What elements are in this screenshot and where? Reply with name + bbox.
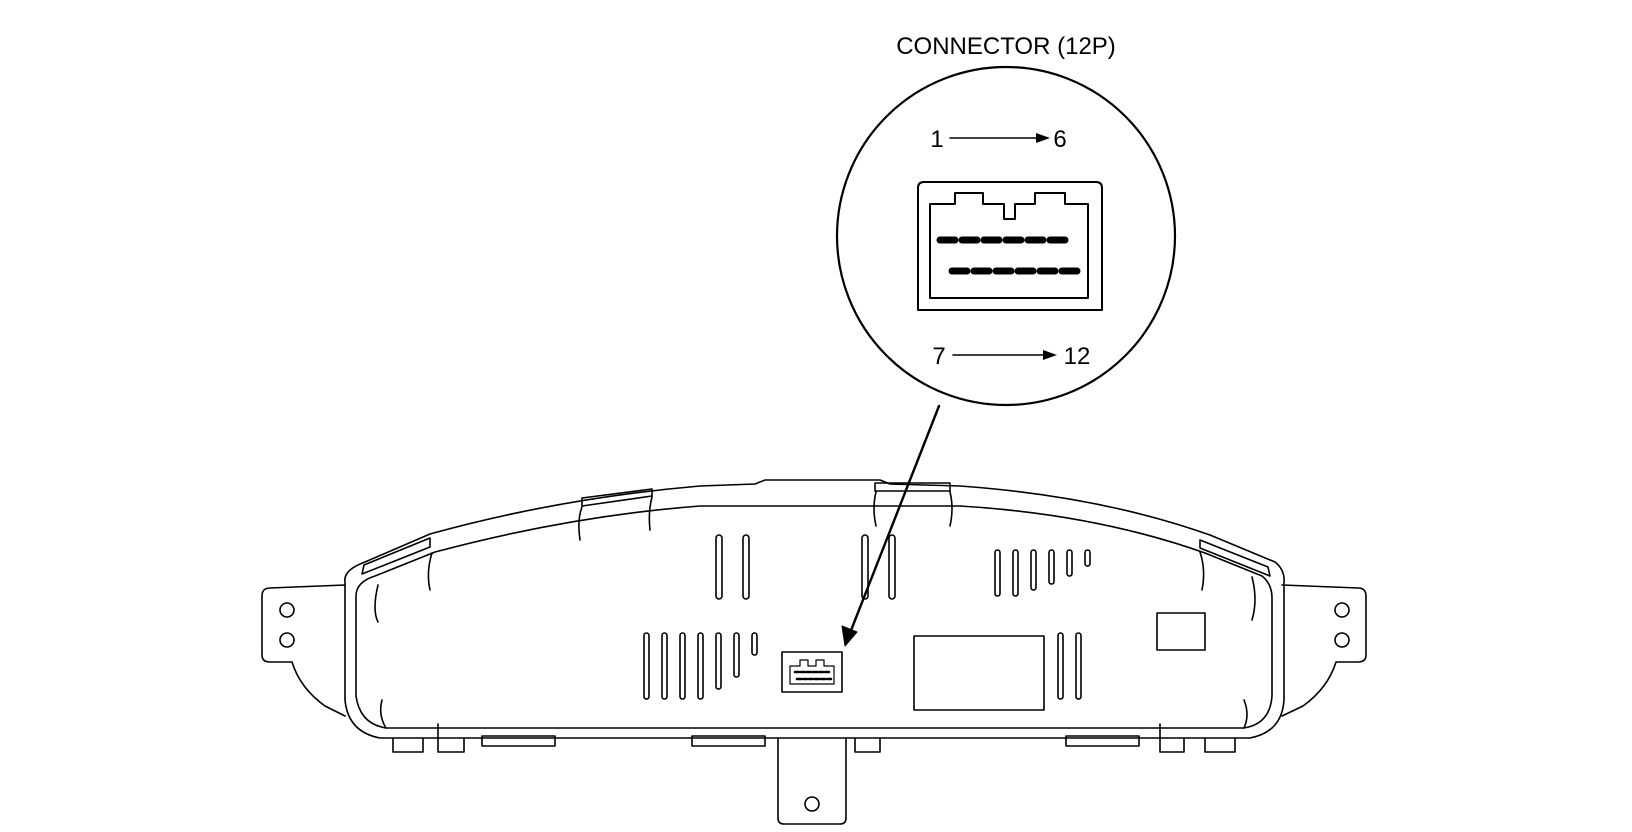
pin-label-6: 6 <box>1053 126 1066 153</box>
right-bracket-hole-lower <box>1334 632 1350 648</box>
bottom-tabs <box>392 723 1236 753</box>
leader-line <box>848 404 941 635</box>
vent-slots-upper-center <box>861 534 896 600</box>
vent-slots-lower-left <box>643 632 758 700</box>
pin-label-1: 1 <box>930 126 943 153</box>
vent-slots-upper-left <box>715 534 750 600</box>
bottom-mounting-tab <box>777 737 847 825</box>
connector-12p-enlarged <box>917 181 1103 311</box>
pin-label-7: 7 <box>932 343 945 370</box>
right-mounting-bracket <box>1281 584 1367 717</box>
inner-rim <box>355 505 1273 729</box>
callout-title: CONNECTOR (12P) <box>896 33 1116 60</box>
connector-callout <box>835 65 1177 647</box>
label-panel-small <box>1156 612 1206 651</box>
outer-housing <box>344 479 1285 739</box>
gauge-assembly <box>261 479 1367 825</box>
leader-arrowhead <box>841 625 858 647</box>
bottom-tab-hole <box>804 796 820 812</box>
callout-circle <box>835 65 1177 407</box>
vent-slots-upper-right <box>994 549 1091 597</box>
right-bracket-hole-upper <box>1334 602 1350 618</box>
pin-label-12: 12 <box>1064 343 1091 370</box>
left-bracket-hole-lower <box>279 632 295 648</box>
connector-on-housing <box>781 651 843 693</box>
label-panel-large <box>913 635 1045 711</box>
left-bracket-hole-upper <box>279 602 295 618</box>
left-mounting-bracket <box>261 584 346 717</box>
vent-slots-lower-right <box>1057 632 1082 700</box>
